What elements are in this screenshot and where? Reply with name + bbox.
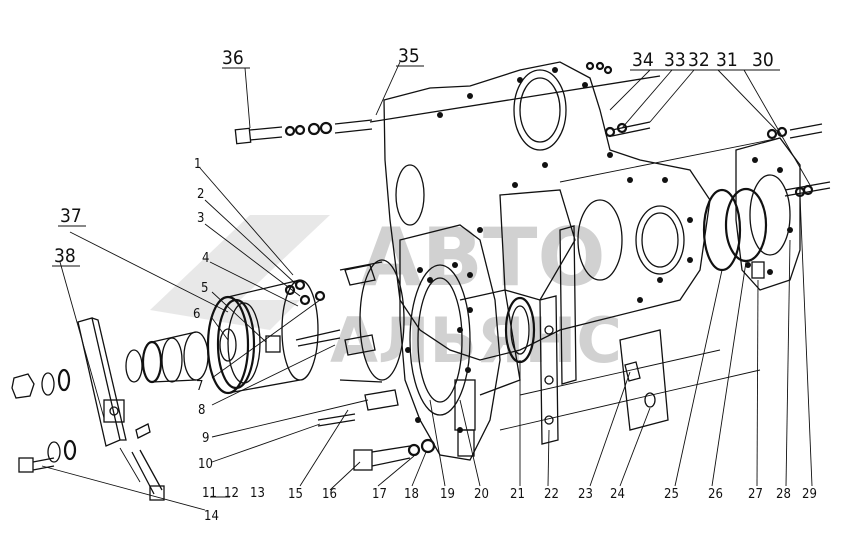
callout-9: 9 xyxy=(202,431,209,446)
nuts-left xyxy=(11,368,165,501)
plates xyxy=(539,225,669,445)
callout-14: 14 xyxy=(204,509,219,524)
callout-16: 16 xyxy=(322,487,337,502)
callout-36: 36 xyxy=(222,47,244,69)
callout-10: 10 xyxy=(198,457,213,472)
callout-2: 2 xyxy=(197,187,204,202)
bolts-top-right xyxy=(585,61,831,198)
bolt-36 xyxy=(234,119,373,145)
callout-7: 7 xyxy=(196,379,203,394)
bolt-16 xyxy=(353,438,436,471)
parts-drawing xyxy=(11,61,831,501)
callout-19: 19 xyxy=(440,487,455,502)
callout-33: 33 xyxy=(664,49,686,71)
spacers xyxy=(125,331,209,384)
callout-17: 17 xyxy=(372,487,387,502)
watermark-line2: АЛЬЯНС xyxy=(330,304,622,377)
callout-5: 5 xyxy=(201,281,208,296)
callout-11: 11 xyxy=(202,486,217,501)
callout-23: 23 xyxy=(578,487,593,502)
callout-26: 26 xyxy=(708,487,723,502)
callout-30: 30 xyxy=(752,49,774,71)
callout-24: 24 xyxy=(610,487,625,502)
callout-32: 32 xyxy=(688,49,710,71)
callout-21: 21 xyxy=(510,487,525,502)
callout-25: 25 xyxy=(664,487,679,502)
callout-labels: 1 2 3 4 5 6 7 8 9 10 11 12 13 14 15 16 1… xyxy=(54,45,817,524)
callout-38: 38 xyxy=(54,245,76,267)
rear-plate xyxy=(702,137,801,291)
callout-37: 37 xyxy=(60,205,82,227)
callout-18: 18 xyxy=(404,487,419,502)
callout-20: 20 xyxy=(474,487,489,502)
front-hub xyxy=(339,259,405,411)
callout-31: 31 xyxy=(716,49,738,71)
shaft-line-2 xyxy=(519,349,721,396)
gear-housing xyxy=(383,61,711,361)
callout-35: 35 xyxy=(398,45,420,67)
callout-22: 22 xyxy=(544,487,559,502)
leader-lines xyxy=(41,61,813,511)
front-cover xyxy=(399,224,521,461)
callout-1: 1 xyxy=(194,157,201,172)
callout-6: 6 xyxy=(193,307,200,322)
callout-12: 12 xyxy=(224,486,239,501)
callout-15: 15 xyxy=(288,487,303,502)
callout-27: 27 xyxy=(748,487,763,502)
callout-4: 4 xyxy=(202,251,209,266)
shaft-line-1 xyxy=(499,369,761,431)
watermark-line1: АВТО xyxy=(360,211,605,304)
callout-8: 8 xyxy=(198,403,205,418)
callout-3: 3 xyxy=(197,211,204,226)
callout-29: 29 xyxy=(802,487,817,502)
bracket-38 xyxy=(77,317,127,447)
callout-28: 28 xyxy=(776,487,791,502)
callout-34: 34 xyxy=(632,49,654,71)
shaft-line-3 xyxy=(559,137,781,183)
callout-36-underline xyxy=(222,67,251,129)
callout-13: 13 xyxy=(250,486,265,501)
